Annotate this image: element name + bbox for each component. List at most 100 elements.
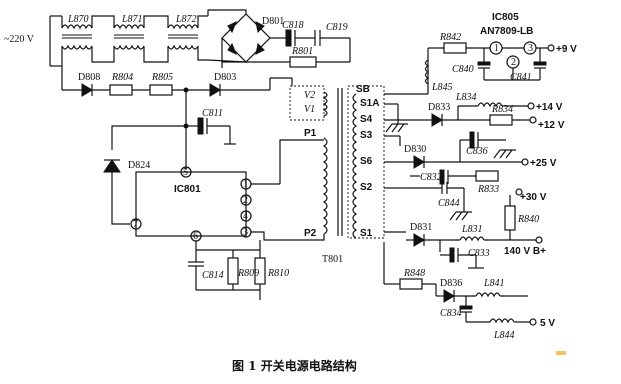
c832-label: C832 xyxy=(420,172,442,183)
c834-label: C834 xyxy=(440,308,462,319)
ic801: IC801 5 7 6 1 2 4 3 xyxy=(130,166,300,250)
ic805-pin3-label: 3 xyxy=(528,43,533,54)
l834-label: L834 xyxy=(455,92,477,103)
ac-input: ~220 V xyxy=(4,15,62,67)
ic801-pin3-label: 3 xyxy=(243,227,248,238)
secondary-taps xyxy=(383,93,420,285)
ic801-label: IC801 xyxy=(174,184,201,195)
cap-c811: C811 xyxy=(183,108,236,145)
inductor-l845 xyxy=(424,59,430,85)
out-12v-label: +12 V xyxy=(538,120,565,131)
ic801-bottom-network: C814 R809 R810 xyxy=(188,240,289,300)
out-5v-label: 5 V xyxy=(540,318,555,329)
inductor-l834 xyxy=(477,102,503,108)
inductor-l871-top xyxy=(113,24,145,30)
l844-label: L844 xyxy=(493,330,515,341)
d836-label: D836 xyxy=(440,278,462,289)
d808-label: D808 xyxy=(78,72,100,83)
d831-label: D831 xyxy=(410,222,432,233)
l870-label: L870 xyxy=(67,14,89,25)
c836-label: C836 xyxy=(466,146,488,157)
r805-label: R805 xyxy=(151,72,173,83)
out-25v-label: +25 V xyxy=(530,158,557,169)
out-5v: R848 D836 L841 C834 L844 5 V xyxy=(399,268,555,341)
out-140v: D831 L831 140 V B+ C833 xyxy=(406,222,546,269)
c841-label: C841 xyxy=(510,72,532,83)
r804-label: R804 xyxy=(111,72,133,83)
ic801-pin4-label: 4 xyxy=(243,211,248,222)
out-30v: C832 R833 C844 +30 V R840 xyxy=(400,169,547,240)
ic801-pin1-label: 1 xyxy=(243,179,248,190)
c818-label: C818 xyxy=(282,20,304,31)
c833-label: C833 xyxy=(468,248,490,259)
c819-label: C819 xyxy=(326,22,348,33)
bridge-rectifier-d801: D801 xyxy=(207,9,284,68)
r842-label: R842 xyxy=(439,32,461,43)
c814-label: C814 xyxy=(202,270,224,281)
v2-label: V2 xyxy=(304,90,315,101)
r810-label: R810 xyxy=(267,268,289,279)
s4-label: S4 xyxy=(360,114,373,125)
ic801-pin5 xyxy=(180,166,192,178)
d803-label: D803 xyxy=(214,72,236,83)
t801-label: T801 xyxy=(322,254,343,265)
l872-label: L872 xyxy=(175,14,197,25)
d824-loop: D824 xyxy=(103,125,186,225)
r809-label: R809 xyxy=(237,268,259,279)
r801-label: R801 xyxy=(291,46,313,57)
v1-label: V1 xyxy=(304,104,315,115)
c844-label: C844 xyxy=(438,198,460,209)
p1-label: P1 xyxy=(304,128,317,139)
r833-label: R833 xyxy=(477,184,499,195)
p2-label: P2 xyxy=(304,228,317,239)
secondary-winding xyxy=(352,93,358,239)
d833-label: D833 xyxy=(428,102,450,113)
ic801-pin7-label: 7 xyxy=(133,219,138,230)
out-25v: D830 +25 V C836 xyxy=(404,131,557,169)
ic805-pin1-label: 1 xyxy=(494,43,499,54)
ic805-label: IC805 xyxy=(492,12,519,23)
ic801-pin6-label: 6 xyxy=(193,231,198,242)
ac-input-label: ~220 V xyxy=(4,34,35,45)
ic805-regulator: IC805 AN7809-LB R842 1 3 2 +9 V C840 C84… xyxy=(408,12,577,95)
inductor-l844 xyxy=(489,318,515,324)
decor-mark xyxy=(556,351,566,355)
startup-chain: D808 R804 R805 D803 xyxy=(61,66,292,170)
r848-label: R848 xyxy=(403,268,425,279)
ic801-pin5-label: 5 xyxy=(183,167,188,178)
s2-label: S2 xyxy=(360,182,373,193)
inductor-l870-bottom xyxy=(61,44,93,50)
bulk-caps: C818 C819 R801 xyxy=(222,20,351,68)
s1a-label: S1A xyxy=(360,98,379,109)
inductor-l872-top xyxy=(167,24,199,30)
ic801-pin7 xyxy=(130,218,142,230)
s3-label: S3 xyxy=(360,130,373,141)
d801-label: D801 xyxy=(262,16,284,27)
figure-caption: 图 1 开关电源电路结构 xyxy=(232,358,357,373)
transformer-t801: V2 V1 P1 P2 T801 SB S1A S4 S3 S6 S2 S1 xyxy=(279,78,385,265)
out-14v-label: +14 V xyxy=(536,102,563,113)
primary-winding xyxy=(322,137,328,235)
inductor-l841 xyxy=(475,292,501,298)
r840-label: R840 xyxy=(517,214,539,225)
inductor-l831 xyxy=(459,236,485,242)
ic801-pin2 xyxy=(240,194,252,206)
d824-label: D824 xyxy=(128,160,150,171)
ic805-pin2-label: 2 xyxy=(511,57,516,68)
c811-label: C811 xyxy=(202,108,223,119)
l841-label: L841 xyxy=(483,278,505,289)
sb-label: SB xyxy=(356,84,370,95)
inductor-l871-bottom xyxy=(113,44,145,50)
out-30v-label: +30 V xyxy=(520,192,547,203)
inductor-l872-bottom xyxy=(167,44,199,50)
c840-label: C840 xyxy=(452,64,474,75)
s6-label: S6 xyxy=(360,156,373,167)
l845-label: L845 xyxy=(431,82,453,93)
ic801-pin4 xyxy=(240,210,252,222)
aux-winding xyxy=(322,91,328,117)
d830-label: D830 xyxy=(404,144,426,155)
ic805-part-label: AN7809-LB xyxy=(480,26,533,37)
out-9v-label: +9 V xyxy=(556,44,577,55)
